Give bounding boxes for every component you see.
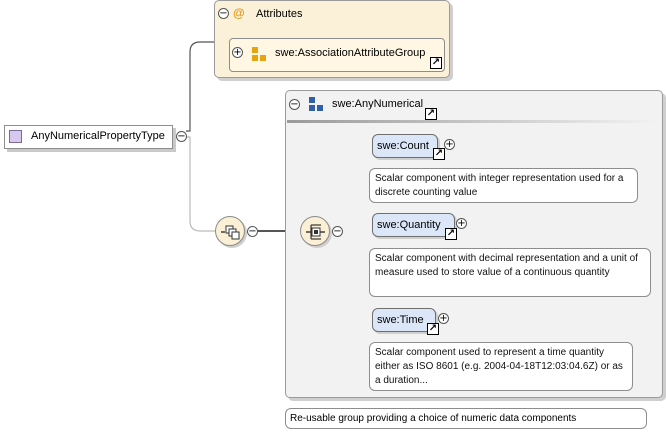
element-count[interactable]: swe:Count bbox=[372, 134, 438, 158]
expand-attribute-group-toggle[interactable]: + bbox=[232, 47, 243, 58]
expand-quantity-toggle[interactable]: + bbox=[456, 218, 467, 229]
element-quantity-link-icon[interactable]: ↗ bbox=[445, 228, 457, 240]
attribute-group-name: swe:AssociationAttributeGroup bbox=[275, 47, 426, 59]
element-count-name: swe:Count bbox=[377, 140, 429, 152]
collapse-choice-toggle[interactable]: − bbox=[332, 226, 343, 237]
attribute-group-link-icon[interactable]: ↗ bbox=[430, 57, 442, 69]
sequence-icon bbox=[221, 225, 240, 240]
collapse-attributes-toggle[interactable]: − bbox=[218, 8, 229, 19]
choice-compositor[interactable] bbox=[300, 216, 330, 246]
element-time-link-icon[interactable]: ↗ bbox=[427, 323, 439, 335]
expand-time-toggle[interactable]: + bbox=[438, 313, 449, 324]
model-group-icon bbox=[309, 97, 323, 111]
model-group-documentation: Re-usable group providing a choice of nu… bbox=[285, 408, 647, 429]
attributes-title: Attributes bbox=[256, 8, 303, 20]
attribute-group-icon bbox=[252, 47, 266, 61]
element-quantity-name: swe:Quantity bbox=[377, 219, 441, 231]
group-header-divider bbox=[287, 120, 657, 123]
element-quantity[interactable]: swe:Quantity bbox=[372, 213, 455, 237]
choice-icon bbox=[306, 224, 325, 240]
complex-type-box[interactable] bbox=[4, 125, 173, 149]
expand-count-toggle[interactable]: + bbox=[444, 139, 455, 150]
element-time[interactable]: swe:Time bbox=[372, 308, 436, 332]
collapse-sequence-toggle[interactable]: − bbox=[247, 226, 258, 237]
element-count-link-icon[interactable]: ↗ bbox=[433, 148, 445, 160]
complex-type-icon bbox=[9, 130, 22, 143]
element-time-name: swe:Time bbox=[377, 314, 424, 326]
collapse-type-toggle[interactable]: − bbox=[176, 131, 187, 142]
collapse-group-toggle[interactable]: − bbox=[289, 99, 300, 110]
complex-type-name: AnyNumericalPropertyType bbox=[31, 130, 165, 142]
model-group-name: swe:AnyNumerical bbox=[332, 98, 424, 110]
model-group-link-icon[interactable]: ↗ bbox=[425, 108, 437, 120]
element-quantity-documentation: Scalar component with decimal representa… bbox=[369, 248, 651, 297]
attribute-at-icon: @ bbox=[233, 6, 245, 20]
element-time-documentation: Scalar component used to represent a tim… bbox=[369, 342, 633, 391]
sequence-compositor[interactable] bbox=[215, 216, 245, 246]
element-count-documentation: Scalar component with integer representa… bbox=[369, 168, 638, 203]
